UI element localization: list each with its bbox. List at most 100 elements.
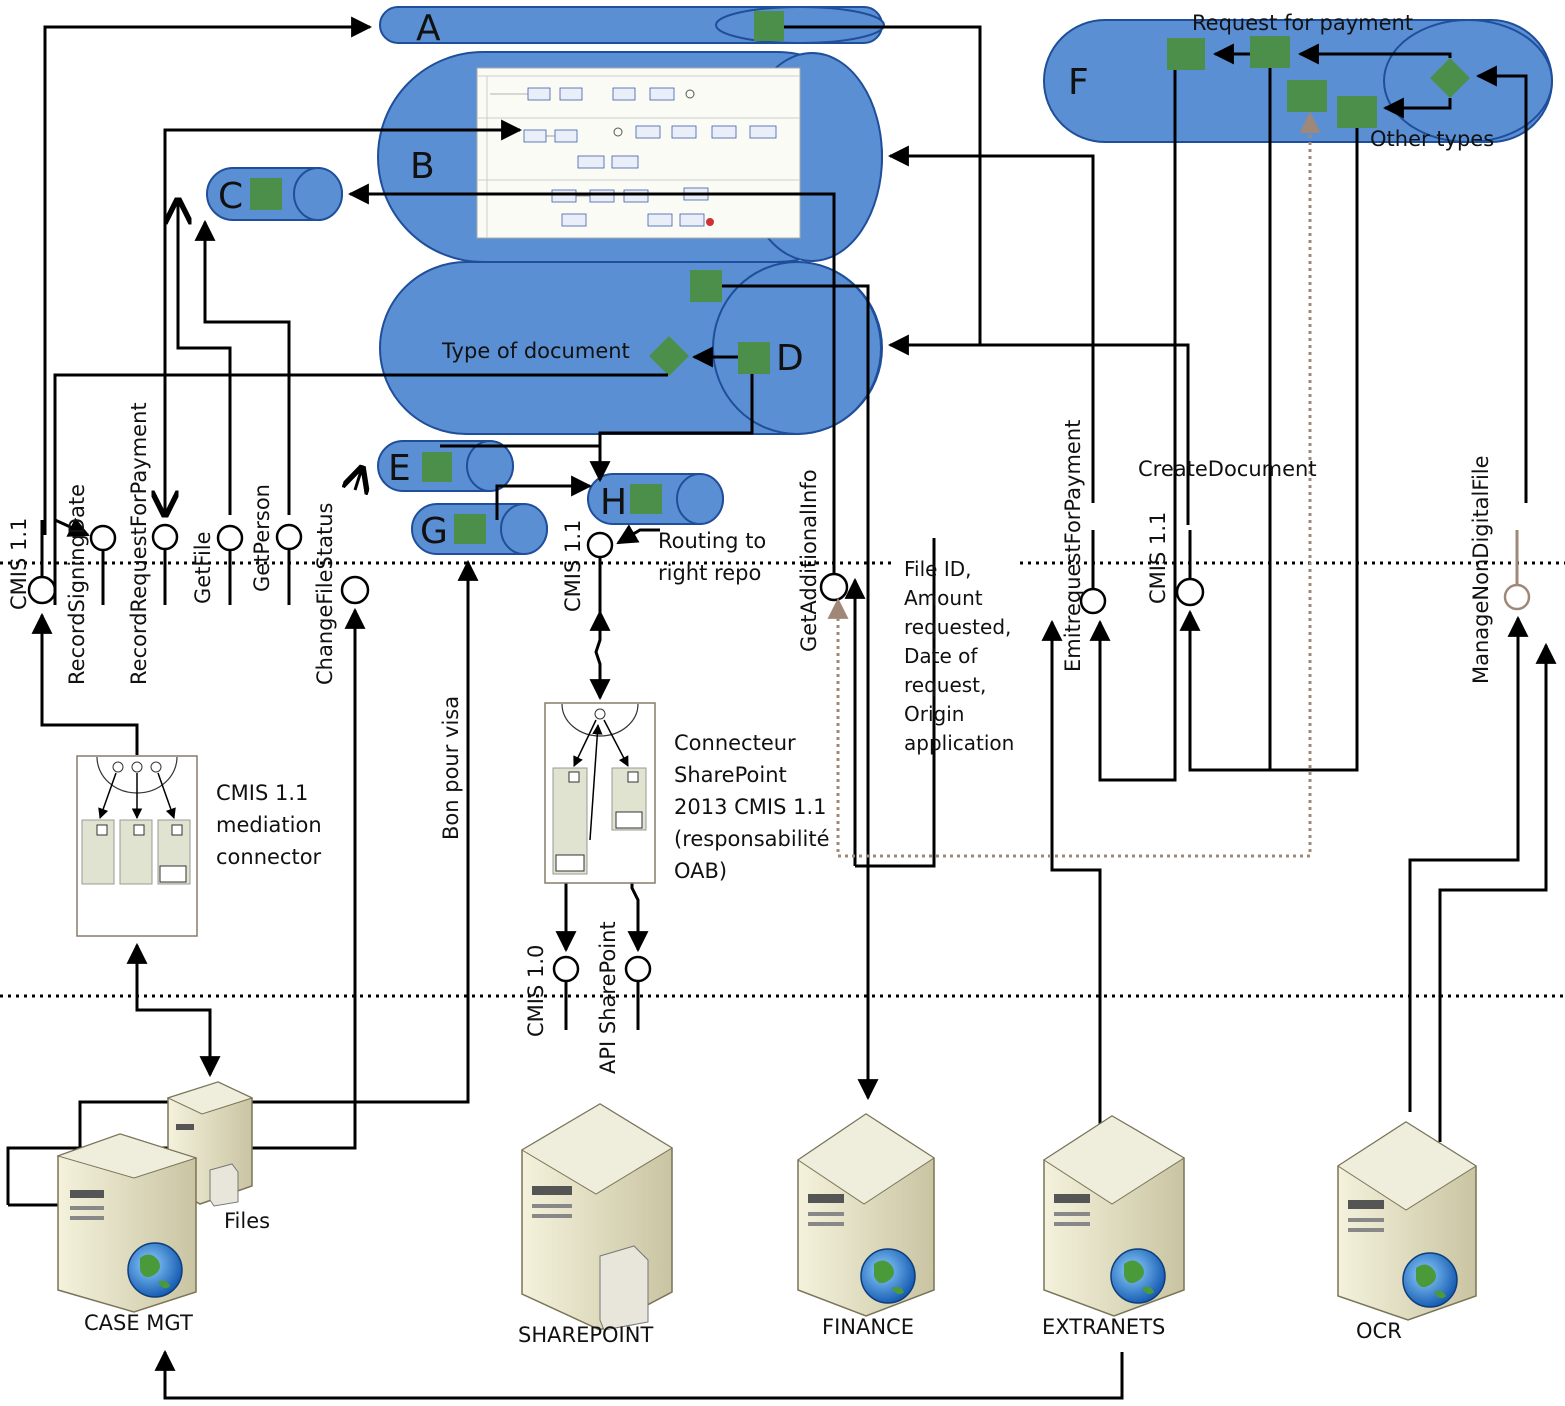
component-d: D Type of document bbox=[379, 261, 883, 435]
ocr-label: OCR bbox=[1356, 1319, 1402, 1343]
record-request-for-payment-label: RecordRequestForPayment bbox=[127, 402, 151, 685]
cmis-mediation-connector bbox=[76, 755, 198, 937]
mediation-connector-label: CMIS 1.1 mediation connector bbox=[216, 781, 322, 869]
record-request-for-payment-port bbox=[151, 523, 179, 551]
component-h: H bbox=[587, 473, 724, 525]
get-person-port bbox=[275, 523, 303, 551]
request-for-payment-label: Request for payment bbox=[1192, 11, 1413, 35]
get-file-label: GetFile bbox=[191, 531, 215, 604]
component-a-port bbox=[754, 11, 784, 41]
bpmn-process-thumbnail bbox=[476, 67, 801, 239]
files-label: Files bbox=[224, 1209, 270, 1233]
cmis11-mid-label: CMIS 1.1 bbox=[561, 520, 585, 612]
file-info-line: Amount bbox=[904, 586, 983, 610]
manage-non-digital-file-port bbox=[1503, 583, 1531, 611]
component-f-port-2 bbox=[1250, 36, 1290, 68]
mediation-label-line: CMIS 1.1 bbox=[216, 781, 308, 805]
get-file-port bbox=[216, 524, 244, 552]
sp-connector-label-line: 2013 CMIS 1.1 bbox=[674, 795, 827, 819]
cmis11-mid-port bbox=[586, 531, 614, 559]
link-cmis-sp-connector bbox=[589, 609, 611, 701]
get-person-label: GetPerson bbox=[250, 484, 274, 592]
get-additional-info-label: GetAdditionalInfo bbox=[797, 469, 821, 652]
mediation-label-line: connector bbox=[216, 845, 322, 869]
link-getperson-c bbox=[194, 219, 291, 515]
record-signing-date-label: RecordSigningDate bbox=[65, 484, 89, 685]
component-g: G bbox=[411, 503, 548, 555]
link-manage-f bbox=[1475, 65, 1528, 503]
component-d-label: D bbox=[776, 338, 804, 379]
api-sharepoint-label: API SharePoint bbox=[596, 921, 620, 1074]
link-cmis-mediation bbox=[31, 612, 139, 755]
component-e-label: E bbox=[388, 448, 411, 489]
link-ocr-2 bbox=[1438, 642, 1557, 1142]
component-c: C bbox=[206, 167, 343, 221]
change-file-status-label: ChangeFileStatus bbox=[313, 503, 337, 685]
file-info-line: application bbox=[904, 731, 1014, 755]
component-a-label: A bbox=[416, 8, 441, 49]
file-info-line: Origin bbox=[904, 702, 964, 726]
change-file-status-port bbox=[340, 575, 370, 605]
link-f-other bbox=[1270, 128, 1359, 772]
link-f-internal-3 bbox=[1382, 97, 1452, 119]
api-sharepoint-port bbox=[624, 955, 652, 983]
cmis11-left-label: CMIS 1.1 bbox=[7, 518, 31, 610]
sharepoint-connector bbox=[544, 702, 656, 884]
link-ocr-manage bbox=[1408, 615, 1529, 1112]
record-signing-date-port bbox=[89, 524, 117, 552]
file-info-line: request, bbox=[904, 673, 986, 697]
component-f-label: F bbox=[1068, 62, 1089, 103]
ocr-server-icon bbox=[1337, 1121, 1477, 1321]
link-extranets-casemgt bbox=[154, 1349, 1124, 1400]
component-d-port-top bbox=[690, 270, 722, 302]
sp-connector-label-line: OAB) bbox=[674, 859, 727, 883]
component-e-port bbox=[422, 452, 452, 482]
file-info-label: File ID, Amount requested, Date of reque… bbox=[904, 557, 1014, 755]
component-f-port-3 bbox=[1287, 80, 1327, 112]
link-f-emit bbox=[1089, 70, 1177, 782]
component-g-port bbox=[454, 514, 486, 544]
cmis10-label: CMIS 1.0 bbox=[524, 945, 548, 1037]
routing-label-line2: right repo bbox=[658, 561, 761, 585]
component-f-port-4 bbox=[1337, 96, 1377, 128]
get-additional-info-port bbox=[819, 572, 849, 602]
component-f-decision bbox=[1430, 58, 1470, 98]
component-c-port bbox=[250, 178, 282, 210]
extranets-server-icon bbox=[1043, 1115, 1185, 1317]
cmis10-port bbox=[552, 955, 580, 983]
finance-server-icon bbox=[797, 1113, 935, 1317]
file-info-line: File ID, bbox=[904, 557, 971, 581]
link-e-h bbox=[440, 444, 602, 480]
component-g-label: G bbox=[420, 511, 448, 552]
link-rrfp-b bbox=[163, 119, 523, 512]
component-h-port bbox=[630, 484, 662, 514]
component-a: A bbox=[379, 6, 885, 49]
bon-pour-visa-label: Bon pour visa bbox=[439, 696, 463, 840]
finance-label: FINANCE bbox=[822, 1315, 914, 1339]
link-f-cmis-right bbox=[1179, 68, 1272, 772]
link-file-id bbox=[855, 538, 936, 868]
cmis11-left-port bbox=[27, 575, 57, 605]
link-f-internal-2 bbox=[1297, 43, 1452, 65]
case-mgt-server-icon bbox=[56, 1133, 198, 1313]
sharepoint-server-icon bbox=[521, 1103, 673, 1331]
extranets-label: EXTRANETS bbox=[1042, 1315, 1165, 1339]
type-of-document-label: Type of document bbox=[441, 339, 630, 363]
link-create-document-d bbox=[887, 334, 1190, 525]
link-getfile-c bbox=[178, 200, 232, 515]
emit-request-for-payment-label: EmitrequestForPayment bbox=[1061, 420, 1085, 672]
sp-connector-label-line: Connecteur bbox=[674, 731, 796, 755]
component-c-label: C bbox=[218, 176, 243, 217]
case-mgt-label: CASE MGT bbox=[84, 1311, 193, 1335]
link-status-e bbox=[355, 468, 362, 490]
link-cmis-to-a bbox=[43, 16, 373, 535]
link-dotted-dependency bbox=[827, 111, 1321, 858]
mediation-label-line: mediation bbox=[216, 813, 322, 837]
link-extranets bbox=[1041, 619, 1102, 1128]
other-types-label: Other types bbox=[1370, 127, 1494, 151]
sp-connector-label-line: SharePoint bbox=[674, 763, 787, 787]
file-info-line: requested, bbox=[904, 615, 1011, 639]
file-info-line: Date of bbox=[904, 644, 978, 668]
routing-label-line1: Routing to bbox=[658, 529, 766, 553]
